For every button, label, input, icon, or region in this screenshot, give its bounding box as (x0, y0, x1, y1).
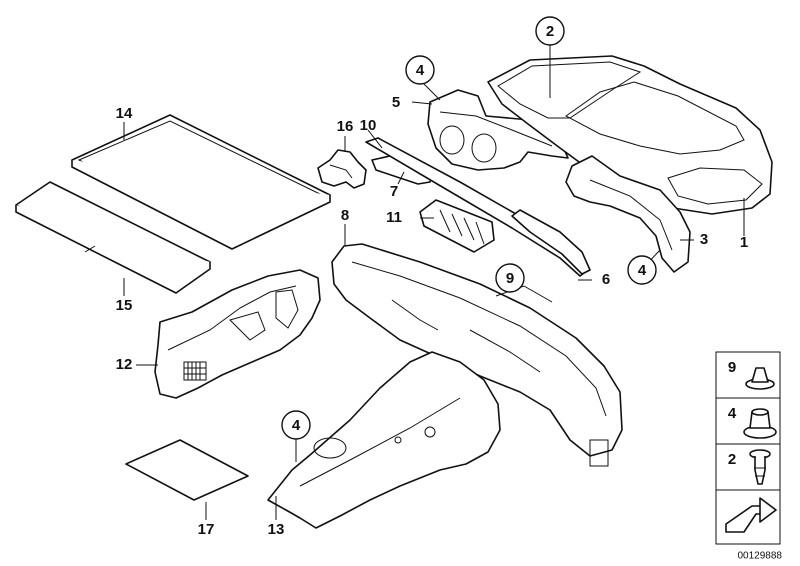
fastener-legend: 9 4 2 (715, 351, 781, 545)
part-3-side-trim[interactable] (565, 155, 691, 273)
circled-callout-4-top: 4 (405, 55, 435, 85)
callout-4-top: 4 (416, 62, 425, 79)
diagram-reference-number: 00129888 (738, 551, 783, 562)
callout-4-right: 4 (638, 262, 647, 279)
push-nut-icon (745, 367, 775, 390)
part-6-strip[interactable] (511, 209, 591, 275)
part-14-floor-panel[interactable] (71, 114, 331, 250)
callout-15: 15 (116, 297, 133, 314)
part-15-floor-cover[interactable] (15, 181, 211, 294)
callout-labels: 14 15 12 16 10 7 5 1 3 6 11 8 13 17 (116, 94, 749, 538)
rivet-clip-icon (749, 449, 771, 485)
legend-label-2: 2 (728, 451, 736, 468)
callout-11: 11 (386, 209, 402, 226)
legend-label-9: 9 (728, 359, 736, 376)
callout-16: 16 (337, 118, 354, 135)
callout-8: 8 (341, 207, 349, 224)
callout-14: 14 (116, 105, 133, 122)
callout-2: 2 (546, 23, 554, 40)
callout-1: 1 (740, 234, 748, 251)
callout-3: 3 (700, 231, 708, 248)
part-16-bracket[interactable] (317, 149, 367, 189)
callout-6: 6 (602, 271, 610, 288)
part-17-mat[interactable] (125, 439, 249, 501)
callout-4-bottom: 4 (292, 417, 301, 434)
flange-nut-icon (743, 408, 777, 439)
callout-9: 9 (506, 270, 514, 287)
callout-5: 5 (392, 94, 400, 111)
legend-item-9[interactable]: 9 (728, 359, 775, 390)
callout-10: 10 (360, 117, 377, 134)
legend-label-4: 4 (728, 405, 737, 422)
legend-item-4[interactable]: 4 (728, 405, 777, 439)
part-13-wheel-arch-trim[interactable] (267, 351, 501, 529)
legend-item-2[interactable]: 2 (728, 449, 771, 485)
part-8-rear-trim-panel[interactable] (331, 243, 623, 467)
circled-callout-2: 2 (535, 16, 565, 46)
callout-13: 13 (268, 521, 285, 538)
circled-callout-4-right: 4 (627, 255, 657, 285)
part-12-left-side-panel[interactable] (154, 269, 321, 399)
circled-callout-9: 9 (495, 263, 525, 293)
part-11-clip[interactable] (419, 199, 495, 253)
part-5-housing[interactable] (427, 89, 569, 171)
circled-callout-4-bottom: 4 (281, 410, 311, 440)
arrow-icon (725, 497, 777, 533)
callout-12: 12 (116, 356, 133, 373)
callout-7: 7 (390, 183, 398, 200)
part-1-rear-shelf[interactable] (487, 55, 773, 215)
callout-17: 17 (198, 521, 215, 538)
